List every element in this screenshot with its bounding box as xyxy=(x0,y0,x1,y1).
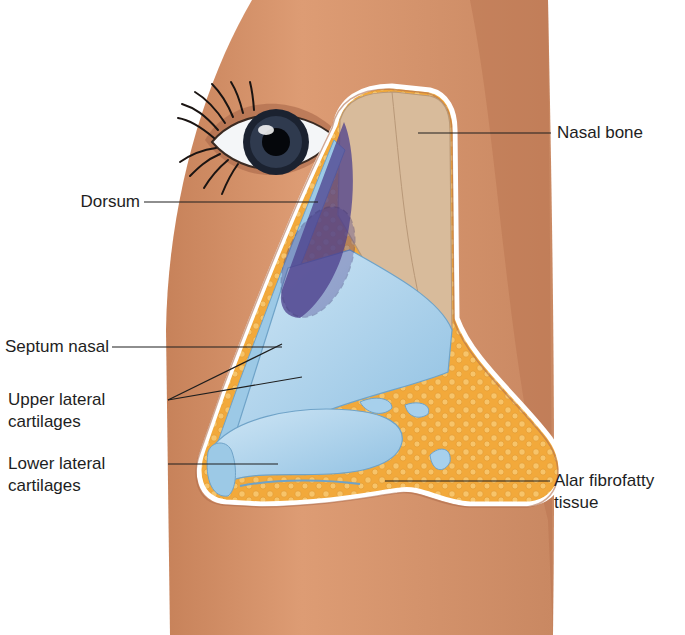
part-label: Lower lateral cartilages xyxy=(8,453,166,497)
leader-line xyxy=(385,480,550,481)
iris xyxy=(243,109,309,175)
part-label: Alar fibrofatty tissue xyxy=(554,470,682,514)
leader-lines xyxy=(112,133,551,481)
sesamoid-cartilage xyxy=(360,398,392,413)
nose-skin-edge xyxy=(196,89,558,507)
eyelashes xyxy=(178,82,254,194)
nose-outline xyxy=(199,86,561,504)
dorsum-region xyxy=(267,196,370,328)
sesamoid-cartilage xyxy=(405,403,429,417)
part-label: Nasal bone xyxy=(557,122,677,144)
cheek-shade xyxy=(470,0,553,635)
leader-line xyxy=(168,463,278,464)
iris-ring xyxy=(250,116,302,168)
leader-line xyxy=(144,201,318,202)
leader-line xyxy=(168,344,282,400)
leader-line xyxy=(168,377,302,400)
part-label: Upper lateral cartilages xyxy=(8,389,158,433)
part-label: Dorsum xyxy=(10,191,140,213)
leader-line xyxy=(418,132,551,133)
lower-lateral-cartilage xyxy=(209,409,402,482)
leader-line xyxy=(112,346,282,347)
eye-highlight xyxy=(258,125,274,135)
sesamoid-cartilage xyxy=(430,449,450,470)
medial-crus xyxy=(207,443,235,496)
part-label: Septum nasal xyxy=(5,336,109,358)
nose xyxy=(196,86,561,507)
nasal-bone-suture xyxy=(392,92,420,302)
alar-rim xyxy=(240,481,360,487)
